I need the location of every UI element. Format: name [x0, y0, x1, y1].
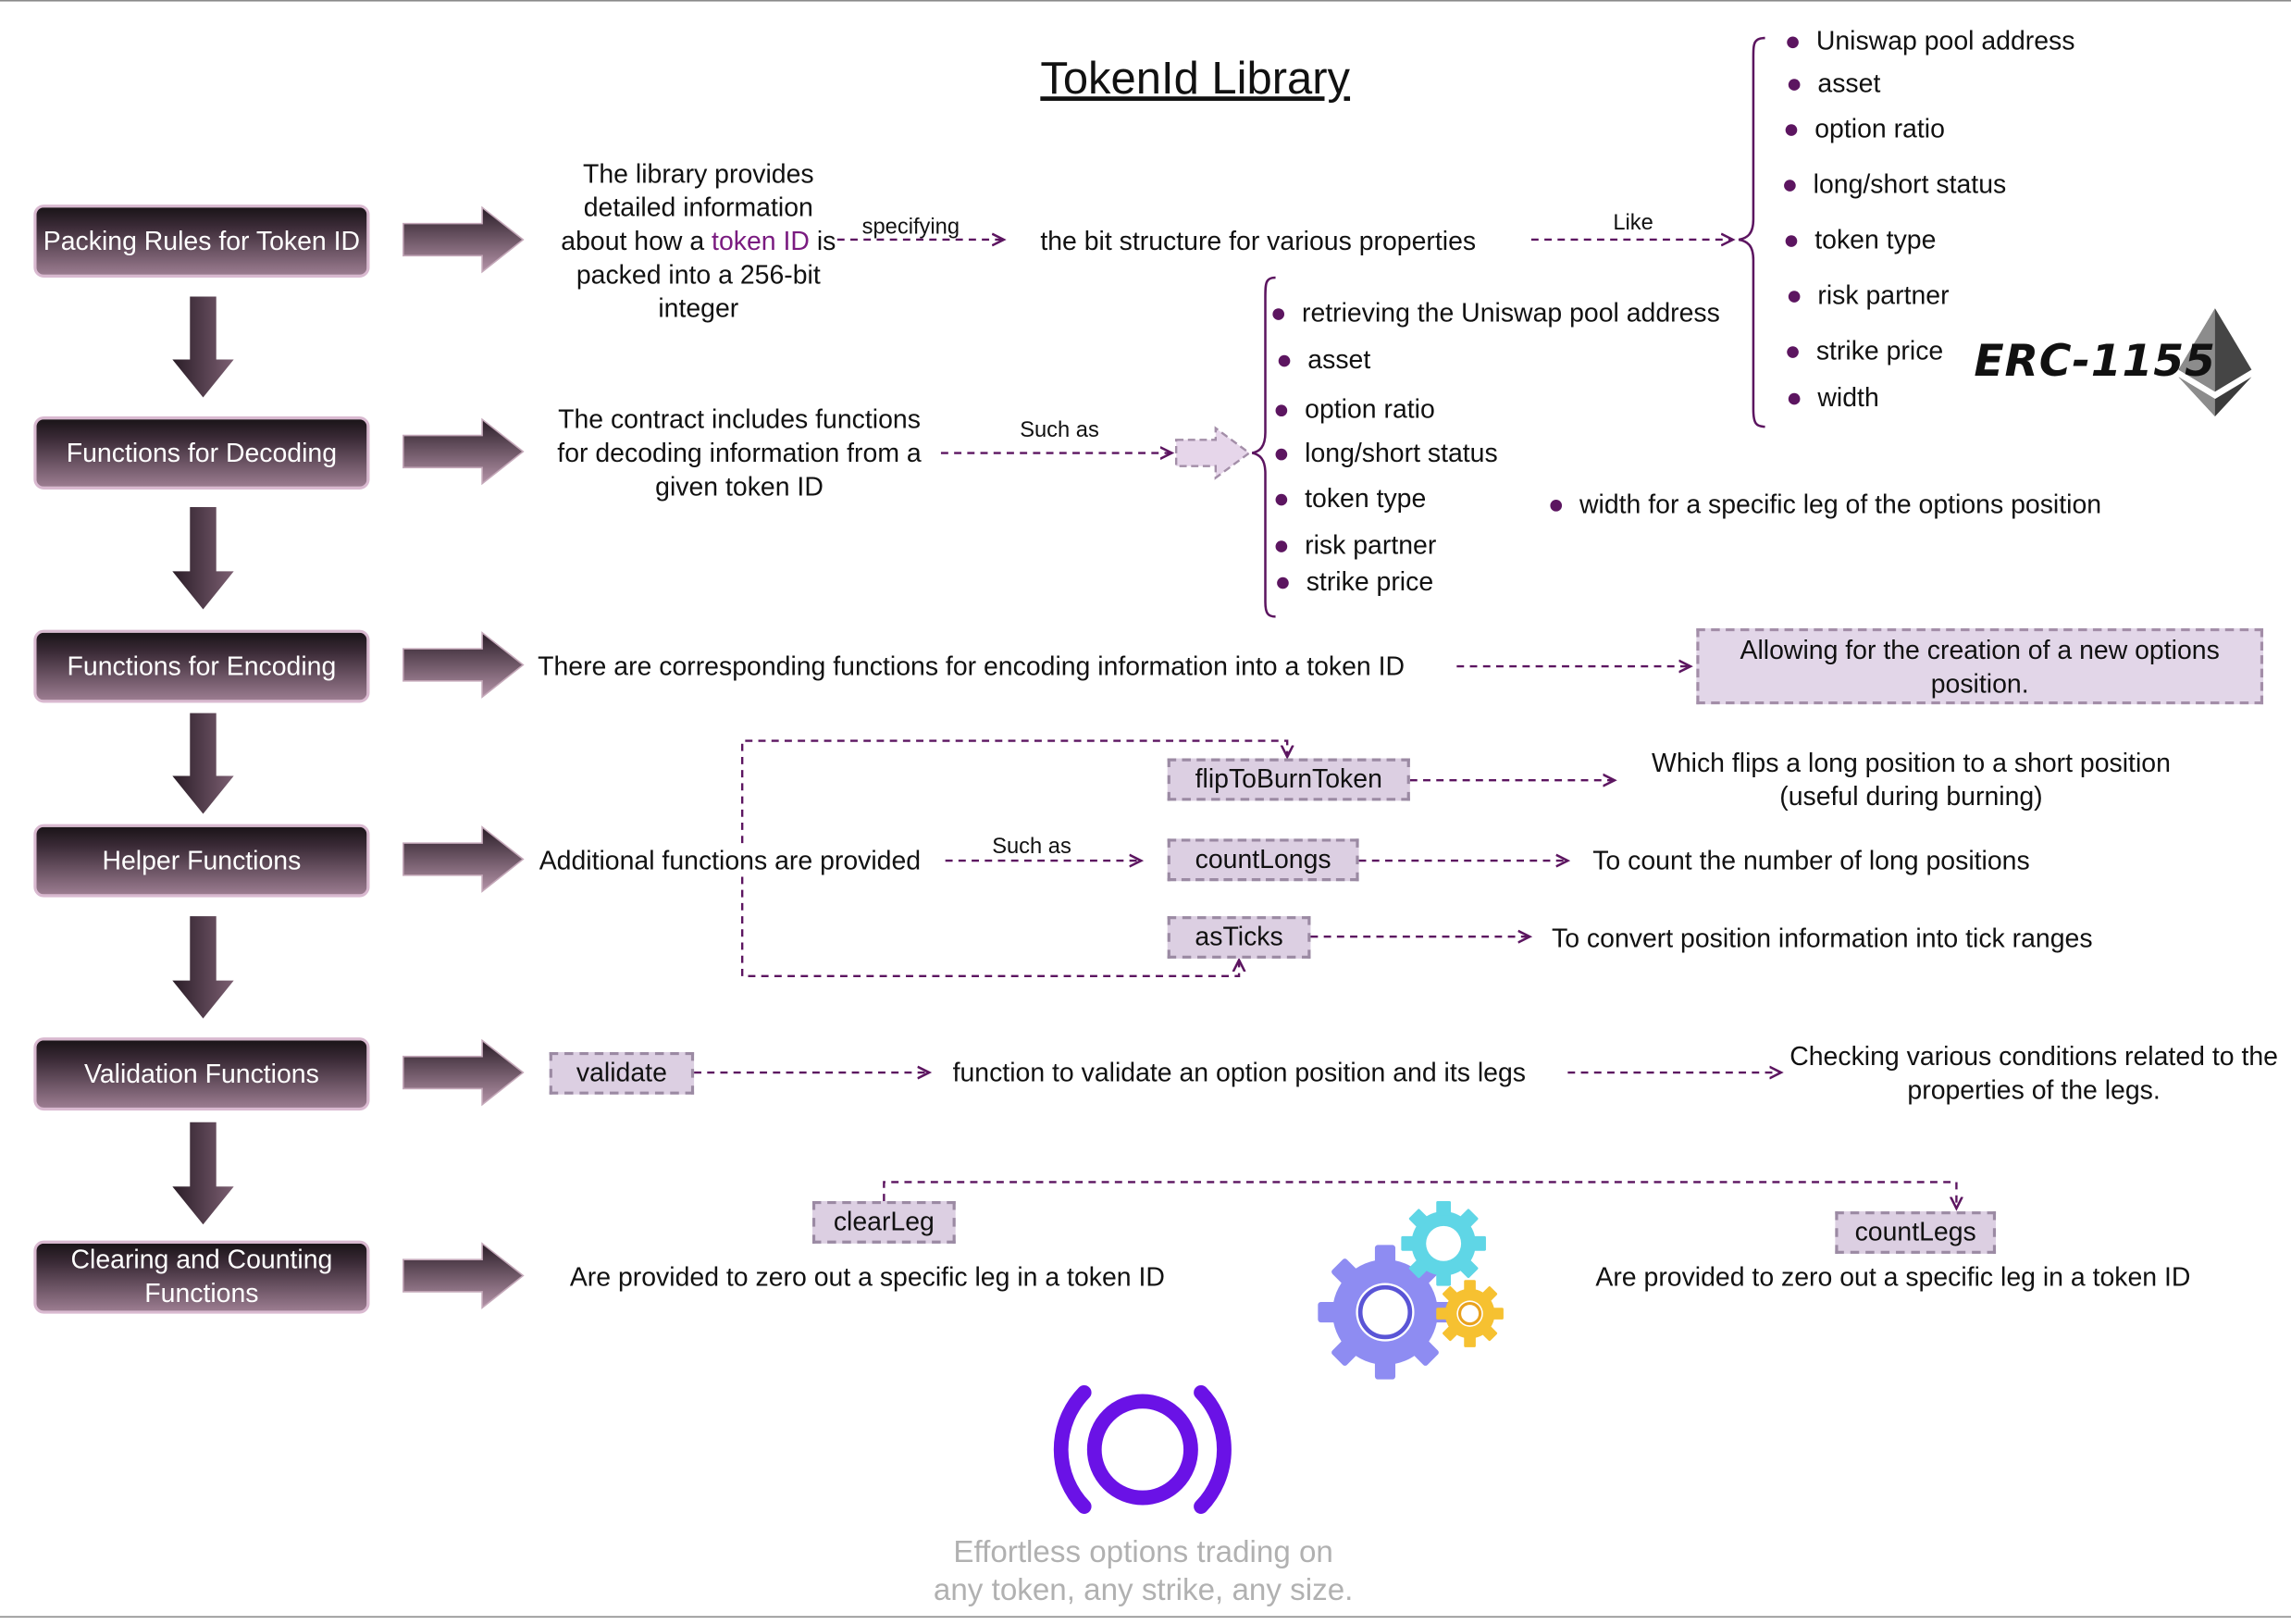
count-longs-desc: To count the number of long positions — [1592, 846, 2030, 875]
flip-to-burn-token-function[interactable]: flipToBurnToken — [1167, 758, 1410, 801]
count-legs-function[interactable]: countLegs — [1835, 1211, 1997, 1254]
as-ticks-function[interactable]: asTicks — [1167, 916, 1311, 959]
page-title: TokenId Library — [1040, 52, 1351, 105]
token-id-highlight: token ID — [712, 226, 810, 256]
validation-result: Checking various conditions related to t… — [1789, 1041, 2278, 1105]
gears-icon — [1318, 1201, 1504, 1380]
encoding-result: Allowing for the creation of a new optio… — [1696, 628, 2264, 705]
stage-packing-rules[interactable]: Packing Rules for Token ID — [33, 205, 370, 279]
property-item: risk partner — [1788, 280, 1950, 310]
decoding-extra-item: width for a specific leg of the options … — [1550, 489, 2102, 519]
decoding-such-as-label: Such as — [1020, 417, 1099, 443]
count-legs-desc: Are provided to zero out a specific leg … — [1595, 1262, 2191, 1292]
decoding-brace — [1251, 276, 1276, 618]
stage-encoding[interactable]: Functions for Encoding — [33, 629, 370, 703]
decoding-item: retrieving the Uniswap pool address — [1272, 298, 1720, 328]
property-item: token type — [1785, 225, 1937, 254]
erc-1155-label: ERC-1155 — [1974, 336, 2216, 388]
decoding-item: token type — [1275, 483, 1427, 514]
property-item: asset — [1788, 68, 1881, 98]
decoding-description: The contract includes functions for deco… — [557, 404, 922, 502]
specifying-label: specifying — [861, 215, 960, 240]
count-longs-function[interactable]: countLongs — [1167, 838, 1359, 882]
decoding-item: strike price — [1277, 566, 1434, 597]
clear-leg-function[interactable]: clearLeg — [811, 1201, 956, 1244]
like-label: Like — [1613, 210, 1653, 236]
bit-structure-text: the bit structure for various properties — [1040, 226, 1477, 256]
flip-to-burn-token-desc: Which flips a long position to a short p… — [1651, 748, 2171, 812]
validate-function[interactable]: validate — [549, 1051, 695, 1095]
panoptic-logo — [1053, 1384, 1232, 1514]
stage-arrows-down — [172, 296, 234, 1225]
decoding-item: option ratio — [1275, 394, 1435, 424]
bottom-border — [0, 1616, 2291, 1618]
dashed-connectors — [694, 240, 1956, 1209]
stage-arrows-right — [402, 205, 525, 1309]
stage-clearing-counting[interactable]: Clearing and Counting Functions — [33, 1240, 370, 1314]
encoding-description: There are corresponding functions for en… — [538, 651, 1406, 681]
tagline: Effortless options trading on any token,… — [818, 1534, 1468, 1610]
as-ticks-desc: To convert position information into tic… — [1552, 923, 2093, 953]
property-item: Uniswap pool address — [1787, 26, 2075, 56]
top-border — [0, 0, 2291, 2]
property-item: option ratio — [1785, 114, 1945, 143]
decode-block-arrow — [1174, 426, 1252, 480]
stage-helper[interactable]: Helper Functions — [33, 824, 370, 898]
property-item: long/short status — [1784, 169, 2007, 199]
helper-such-as-label: Such as — [992, 834, 1071, 860]
decoding-item: long/short status — [1275, 438, 1498, 468]
decoding-item: risk partner — [1275, 530, 1437, 560]
clear-leg-desc: Are provided to zero out a specific leg … — [569, 1262, 1165, 1292]
property-item: width — [1788, 382, 1879, 413]
decoding-item: asset — [1278, 344, 1371, 375]
tagline-line-1: Effortless options trading on — [953, 1535, 1333, 1569]
properties-brace — [1738, 36, 1765, 428]
tagline-line-2: any token, any strike, any size. — [933, 1573, 1354, 1608]
validation-description: function to validate an option position … — [952, 1058, 1526, 1087]
stage-validation[interactable]: Validation Functions — [33, 1037, 370, 1111]
helper-description: Additional functions are provided — [539, 846, 922, 875]
property-item: strike price — [1787, 336, 1944, 366]
stage-decoding[interactable]: Functions for Decoding — [33, 416, 370, 490]
packing-description: The library provides detailed informatio… — [561, 159, 836, 323]
